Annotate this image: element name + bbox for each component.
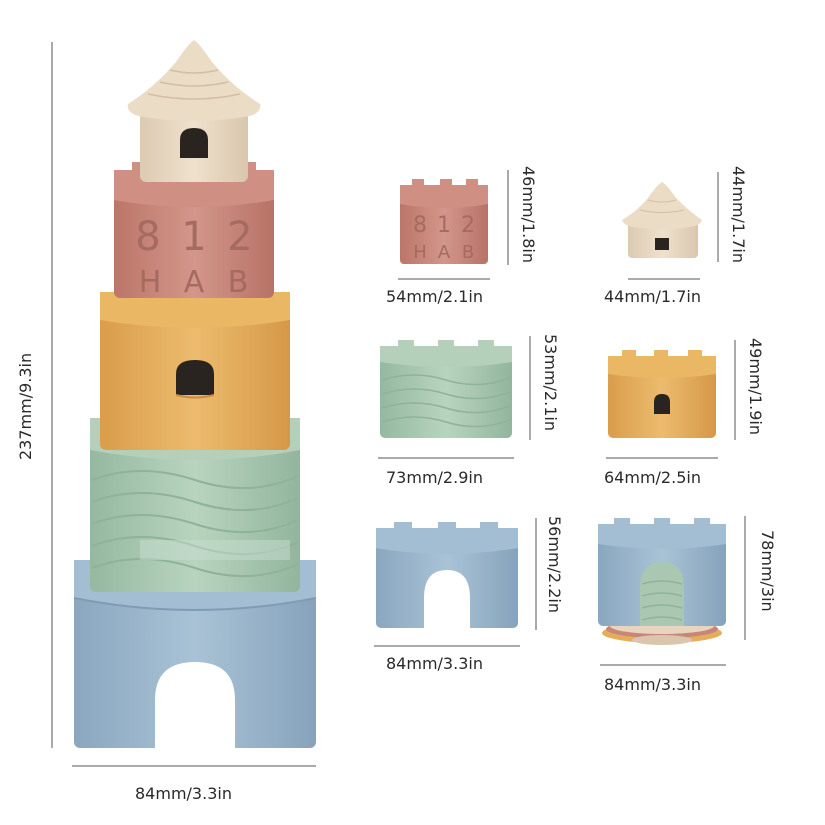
piece-pink-cup: 8 1 2 H A B xyxy=(400,179,488,264)
tower-digit: 8 xyxy=(135,214,160,260)
nested-set-width-label: 84mm/3.3in xyxy=(604,675,701,694)
tower-digit: 2 xyxy=(227,214,252,260)
stacked-tower: 8 1 2 H A B xyxy=(73,40,317,748)
piece-digit: 8 xyxy=(413,213,427,238)
roof-width-label: 44mm/1.7in xyxy=(604,287,701,306)
green-cup-height-label: 53mm/2.1in xyxy=(541,334,560,431)
tower-roof xyxy=(127,40,261,182)
piece-letter: H xyxy=(413,242,427,263)
piece-letter: B xyxy=(462,242,474,263)
piece-digit: 2 xyxy=(461,213,475,238)
pink-cup-height-label: 46mm/1.8in xyxy=(519,166,538,263)
piece-roof xyxy=(622,182,702,258)
blue-cup-height-label: 56mm/2.2in xyxy=(545,516,564,613)
piece-blue-cup xyxy=(376,522,518,628)
tower-digit: 1 xyxy=(181,214,206,260)
tower-width-label: 84mm/3.3in xyxy=(135,784,232,803)
tower-height-label: 237mm/9.3in xyxy=(16,352,35,460)
tower-orange-cup xyxy=(100,284,290,450)
roof-height-label: 44mm/1.7in xyxy=(729,166,748,263)
nested-set-height-label: 78mm/3in xyxy=(758,530,777,612)
tower-letter: A xyxy=(184,265,205,300)
pink-cup-width-label: 54mm/2.1in xyxy=(386,287,483,306)
tower-digit-row: 8 1 2 xyxy=(135,214,252,260)
orange-cup-height-label: 49mm/1.9in xyxy=(746,338,765,435)
green-cup-width-label: 73mm/2.9in xyxy=(386,468,483,487)
tower-letter: B xyxy=(228,265,249,300)
blue-cup-width-label: 84mm/3.3in xyxy=(386,654,483,673)
orange-cup-width-label: 64mm/2.5in xyxy=(604,468,701,487)
piece-orange-cup xyxy=(608,350,716,438)
piece-digit: 1 xyxy=(437,213,451,238)
piece-letter: A xyxy=(438,242,451,263)
piece-nested-set xyxy=(598,518,726,645)
tower-letter: H xyxy=(139,265,162,300)
piece-green-cup xyxy=(380,340,512,438)
tower-letter-row: H A B xyxy=(139,265,249,300)
